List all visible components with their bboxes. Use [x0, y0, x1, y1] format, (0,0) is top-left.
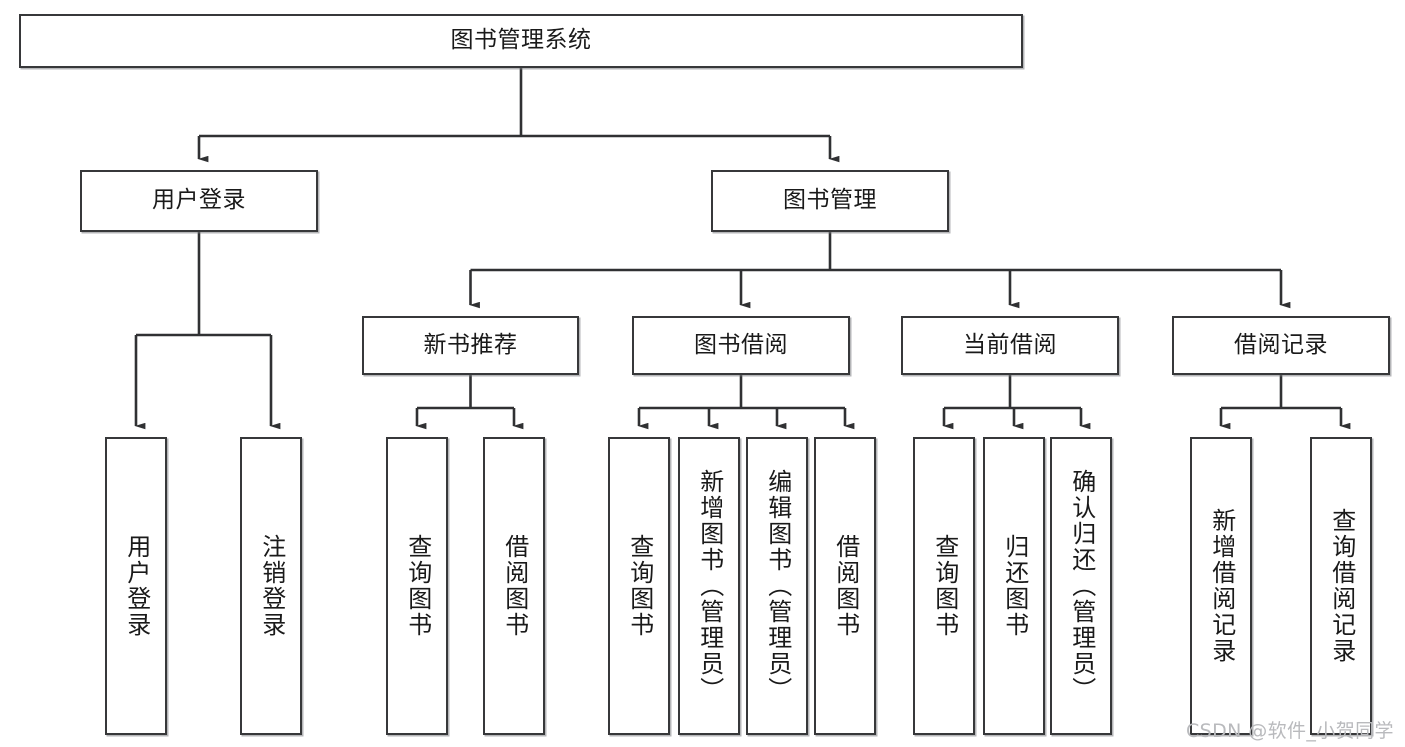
- node-book-borrow[interactable]: 图书借阅: [632, 316, 850, 375]
- node-leaf-query-book-3[interactable]: 查询图书: [913, 437, 975, 735]
- node-leaf-logout[interactable]: 注销登录: [240, 437, 302, 735]
- node-label: 借阅图书: [831, 534, 860, 638]
- node-new-book-rec[interactable]: 新书推荐: [362, 316, 579, 375]
- node-leaf-user-login[interactable]: 用户登录: [105, 437, 167, 735]
- node-label: 新增借阅记录: [1207, 508, 1236, 664]
- node-leaf-edit-book[interactable]: 编辑图书（管理员）: [746, 437, 808, 735]
- node-label: 图书借阅: [694, 331, 788, 358]
- node-borrow-record[interactable]: 借阅记录: [1172, 316, 1390, 375]
- node-label: 借阅图书: [500, 534, 529, 638]
- node-leaf-query-record[interactable]: 查询借阅记录: [1310, 437, 1372, 735]
- node-label: 注销登录: [257, 534, 286, 638]
- node-leaf-return-book[interactable]: 归还图书: [983, 437, 1045, 735]
- node-root[interactable]: 图书管理系统: [19, 14, 1023, 68]
- node-label: 查询图书: [930, 534, 959, 638]
- node-label: 新增图书（管理员）: [695, 469, 724, 703]
- node-label: 编辑图书（管理员）: [763, 469, 792, 703]
- node-label: 查询借阅记录: [1327, 508, 1356, 664]
- node-label: 用户登录: [152, 187, 246, 214]
- node-label: 查询图书: [625, 534, 654, 638]
- node-label: 当前借阅: [963, 331, 1057, 358]
- node-label: 归还图书: [1000, 534, 1029, 638]
- node-label: 图书管理系统: [450, 27, 592, 54]
- node-label: 图书管理: [783, 187, 877, 214]
- node-leaf-query-book-2[interactable]: 查询图书: [608, 437, 670, 735]
- node-label: 查询图书: [403, 534, 432, 638]
- node-label: 确认归还（管理员）: [1067, 469, 1096, 703]
- node-leaf-borrow-book-2[interactable]: 借阅图书: [814, 437, 876, 735]
- node-user-login[interactable]: 用户登录: [80, 170, 318, 232]
- node-label: 用户登录: [122, 534, 151, 638]
- node-leaf-confirm-return[interactable]: 确认归还（管理员）: [1050, 437, 1112, 735]
- node-leaf-add-record[interactable]: 新增借阅记录: [1190, 437, 1252, 735]
- node-current-borrow[interactable]: 当前借阅: [901, 316, 1119, 375]
- node-label: 新书推荐: [423, 331, 518, 358]
- csdn-watermark: CSDN @软件_小贺同学: [1186, 720, 1394, 742]
- node-label: 借阅记录: [1234, 331, 1328, 358]
- node-leaf-add-book[interactable]: 新增图书（管理员）: [678, 437, 740, 735]
- node-book-manage[interactable]: 图书管理: [711, 170, 949, 232]
- node-leaf-borrow-book-1[interactable]: 借阅图书: [483, 437, 545, 735]
- node-leaf-query-book-1[interactable]: 查询图书: [386, 437, 448, 735]
